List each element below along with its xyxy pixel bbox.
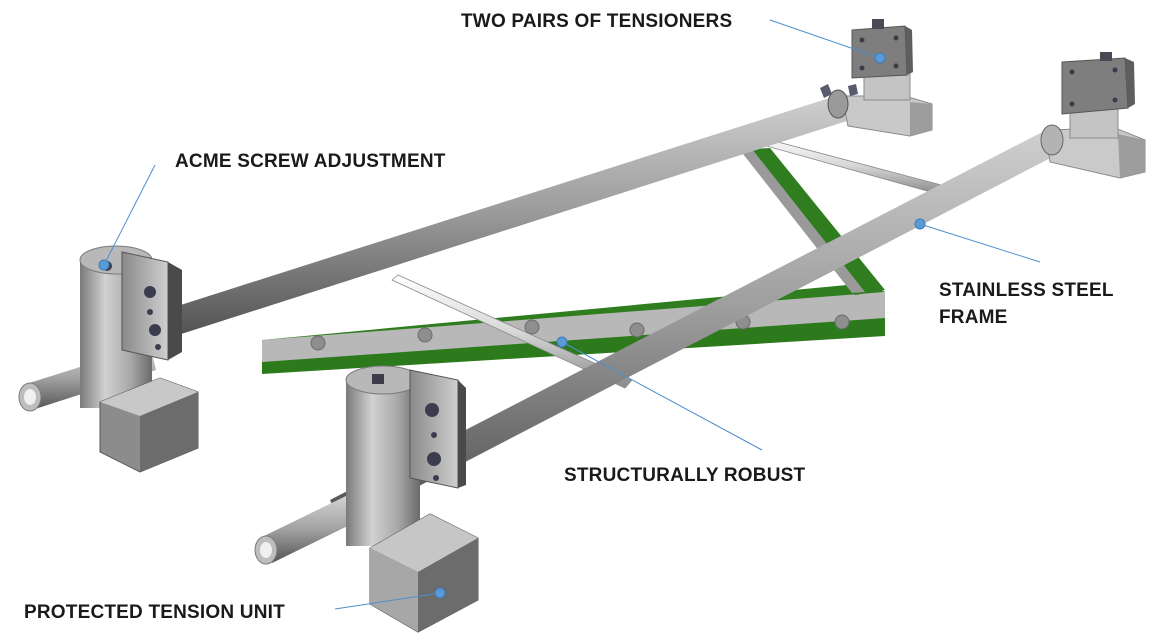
callout-text: ACME SCREW ADJUSTMENT	[175, 151, 446, 172]
blade-bolt-heads	[310, 314, 850, 351]
rear-tensioner-right	[1040, 52, 1146, 179]
callout-two-pairs-of-tensioners: TWO PAIRS OF TENSIONERS	[461, 8, 732, 35]
callout-text-line1: STAINLESS STEEL	[939, 280, 1114, 301]
callout-structurally-robust: STRUCTURALLY ROBUST	[564, 462, 805, 489]
callout-text: STRUCTURALLY ROBUST	[564, 465, 806, 486]
dot-robust	[556, 336, 568, 348]
dot-tensioners	[874, 52, 886, 64]
dot-acme	[98, 259, 110, 271]
blade-green-bottom	[262, 318, 885, 374]
leader-protected	[334, 592, 441, 610]
front-frame-tube	[254, 128, 1062, 565]
right-tension-unit	[345, 365, 479, 633]
leader-frame	[919, 223, 1041, 263]
leader-tensioners	[769, 19, 881, 59]
callout-protected-tension-unit: PROTECTED TENSION UNIT	[24, 599, 285, 626]
dot-protected	[434, 587, 446, 599]
callout-leaders	[103, 19, 1041, 610]
callout-acme-screw-adjustment: ACME SCREW ADJUSTMENT	[175, 148, 446, 175]
rear-tensioner-left	[820, 19, 933, 137]
left-tension-unit	[79, 245, 199, 473]
leader-acme	[103, 164, 156, 266]
callout-text: PROTECTED TENSION UNIT	[24, 602, 285, 623]
callout-stainless-steel-frame: STAINLESS STEEL FRAME	[939, 277, 1114, 331]
leader-robust	[561, 341, 763, 451]
callout-text: TWO PAIRS OF TENSIONERS	[461, 11, 733, 32]
callout-dots	[98, 52, 926, 599]
callout-text-line2: FRAME	[939, 307, 1008, 328]
dot-frame	[914, 218, 926, 230]
